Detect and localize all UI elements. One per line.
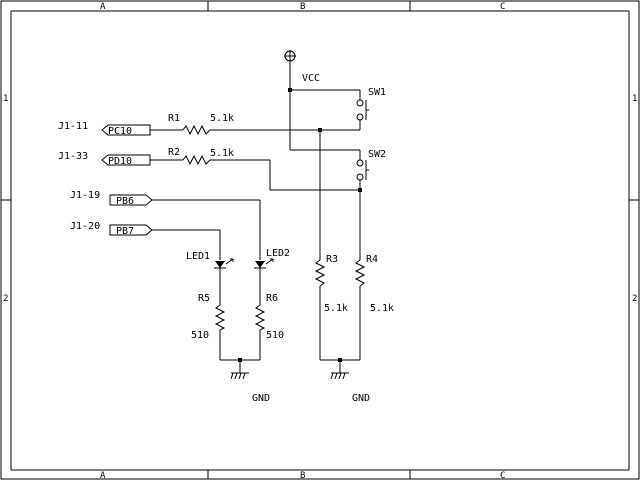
j1-19-label: J1-19: [70, 190, 100, 201]
r5-value: 510: [191, 330, 209, 341]
zone-label-top-c: C: [500, 2, 505, 12]
sw2-switch[interactable]: [356, 150, 369, 190]
junction-vcc: [288, 88, 292, 92]
r2-label: R2: [168, 147, 180, 158]
r2-resistor[interactable]: [182, 154, 211, 166]
pb6-port: [109, 194, 153, 206]
zone-label-top-a: A: [100, 2, 106, 12]
vcc-symbol: [284, 50, 296, 90]
pb7-port: [109, 224, 153, 236]
r4-resistor[interactable]: [354, 259, 366, 287]
pb7-label: PB7: [116, 226, 134, 237]
pc10-label: PC10: [108, 126, 132, 137]
r6-label: R6: [266, 293, 278, 304]
sw1-switch[interactable]: [356, 90, 369, 130]
r2-value: 5.1k: [210, 148, 234, 159]
zone-label-left-2: 2: [3, 294, 8, 304]
r4-label: R4: [366, 254, 378, 265]
r5-resistor[interactable]: [214, 304, 226, 331]
r3-value: 5.1k: [324, 303, 348, 314]
led2-diode[interactable]: [254, 258, 274, 305]
r3-label: R3: [326, 254, 338, 265]
led2-label: LED2: [266, 248, 290, 259]
r4-value: 5.1k: [370, 303, 394, 314]
gnd-label-right: GND: [352, 393, 370, 404]
pd10-label: PD10: [108, 156, 132, 167]
sw1-label: SW1: [368, 87, 386, 98]
zone-label-bottom-b: B: [300, 471, 305, 480]
j1-11-label: J1-11: [58, 121, 88, 132]
zone-label-bottom-a: A: [100, 471, 106, 480]
r1-label: R1: [168, 113, 180, 124]
inner-border: [10, 10, 630, 471]
r1-value: 5.1k: [210, 113, 234, 124]
led1-label: LED1: [186, 251, 210, 262]
j1-20-label: J1-20: [70, 221, 100, 232]
zone-label-bottom-c: C: [500, 471, 505, 480]
r3-resistor[interactable]: [314, 259, 326, 287]
r5-label: R5: [198, 293, 210, 304]
vcc-label: VCC: [302, 73, 320, 84]
zone-label-top-b: B: [300, 2, 305, 12]
ground-symbol-left: [230, 360, 249, 380]
zone-label-right-2: 2: [632, 294, 637, 304]
r6-resistor[interactable]: [254, 304, 266, 331]
r6-value: 510: [266, 330, 284, 341]
sw2-label: SW2: [368, 149, 386, 160]
pb6-label: PB6: [116, 196, 134, 207]
j1-33-label: J1-33: [58, 151, 88, 162]
zone-label-right-1: 1: [632, 94, 637, 104]
gnd-label-left: GND: [252, 393, 270, 404]
ground-symbol-right: [330, 360, 349, 380]
led1-diode[interactable]: [214, 258, 234, 305]
zone-label-left-1: 1: [3, 94, 8, 104]
r1-resistor[interactable]: [182, 124, 211, 136]
